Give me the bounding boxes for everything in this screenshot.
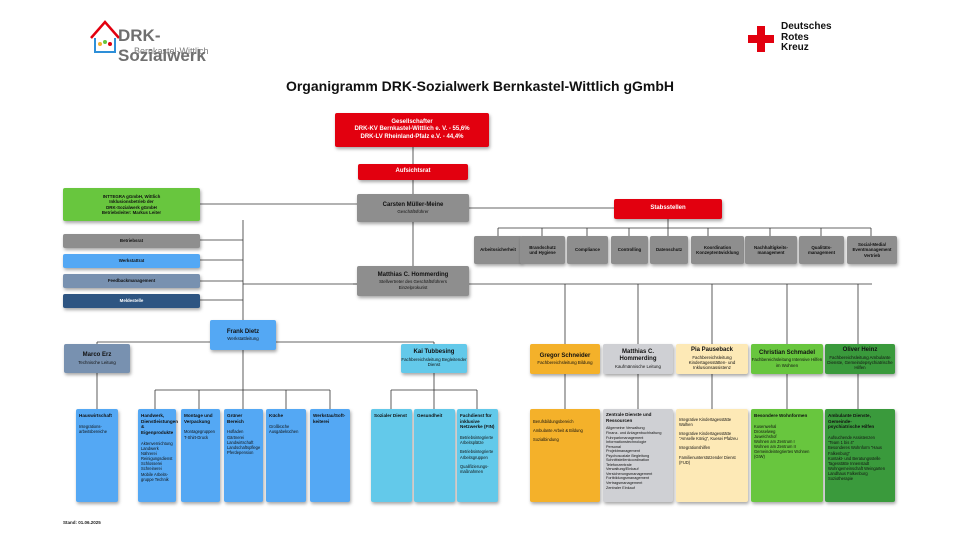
column-housekeeping: Hauswirtschaft Integrations- arbeitsbere… [76,409,118,502]
column-kitchen: Küche Großküche Ausgabeküchen [266,409,306,502]
inttegra-box: INTTEGRA gGmbH, Wittlich Inklusionsbetri… [63,188,200,221]
reporting-office-box: Meldestelle [63,294,200,308]
staff-unit: Brandschutz und Hygiene [520,236,565,264]
column-workshop-soft: Werkstau/Soft- keiterei [310,409,350,502]
column-housing: Besondere Wohnformen Kusenwehal Drosselw… [751,409,823,502]
red-cross-logo: Deutsches Rotes Kreuz [744,20,854,60]
supervisory-board-box: Aufsichtsrat [358,164,468,180]
column-fin: Fachdienst für inklusive Netzwerke (FIN)… [457,409,498,502]
column-outpatient: Ambulante Dienste, Gemeinde- psychiatris… [825,409,895,502]
department-head-housing: Christian Schmadel Fachbereichsleitung I… [751,344,823,374]
department-head-education: Gregor Schneider Fachbereichsleitung Bil… [530,344,600,374]
brand-line-2: Rotes [781,31,809,43]
workshop-head-box: Frank Dietz Werkstattleitung [210,320,276,350]
social-services-lead-box: Kai Tubbesing Fachbereichsleitung Beglei… [401,344,467,373]
staff-unit: Qualitäts- management [799,236,844,264]
works-council-box: Betriebsrat [63,234,200,248]
brand-line-3: Kreuz [781,42,809,53]
feedback-management-box: Feedbackmanagement [63,274,200,288]
staff-unit: Arbeitssicherheit [474,236,522,264]
column-crafts: Handwerk, Dienstleistungen & Eigenproduk… [138,409,178,502]
column-daycare: Integrative Kindertagesstätte Walhen Int… [676,409,748,502]
department-head-outpatient: Oliver Heinz Fachbereichsleitung Ambulan… [825,344,895,374]
staff-unit: Compliance [567,236,608,264]
department-head-daycare: Pia Pauseback Fachbereichsleitung Kinder… [676,344,748,374]
workshop-council-box: Werkstattrat [63,254,200,268]
logo-name: DRK-Sozialwerk [118,26,206,65]
column-social-service: Sozialer Dienst [371,409,412,502]
shareholders-box: Gesellschafter DRK-KV Bernkastel-Wittlic… [335,113,489,147]
deputy-ceo-box: Matthias C. Hommerding Stellvertreter de… [357,266,469,296]
staff-unit: Nachhaltigkeits- management [745,236,797,264]
staff-units-box: Stabsstellen [614,199,722,219]
column-green-area: Grüner Bereich Hofladen Gärtnerei Landwi… [224,409,263,502]
column-central-services: Zentrale Dienste und Ressourcen Allgemei… [603,409,673,502]
column-assembly: Montage und Verpackung Montagegruppen T-… [181,409,220,502]
staff-unit: Controlling [611,236,648,264]
column-health: Gesundheit [414,409,455,502]
drk-sozialwerk-logo: DRK-Sozialwerk Bernkastel-Wittlich [88,14,223,65]
house-logo-icon [90,20,120,53]
staff-unit: Koordination Konzeptentwicklung [691,236,744,264]
staff-unit: Social-Media/ Eventmanagement Vertrieb [847,236,897,264]
staff-unit: Datenschutz [650,236,688,264]
stand-date: Stand: 01.06.2025 [63,520,101,525]
department-head-commercial: Matthias C. Hommerding Kaufmännische Lei… [603,344,673,374]
column-education: Berufsbildungsbereich Ambulante Arbeit &… [530,409,600,502]
brand-line-1: Deutsches [781,21,832,32]
technical-lead-box: Marco Erz Technische Leitung [64,344,130,373]
red-cross-icon [748,26,774,52]
logo-subtitle: Bernkastel-Wittlich [134,46,209,56]
page-title: Organigramm DRK-Sozialwerk Bernkastel-Wi… [285,78,675,94]
ceo-box: Carsten Müller-Meine Geschäftsführer [357,194,469,222]
